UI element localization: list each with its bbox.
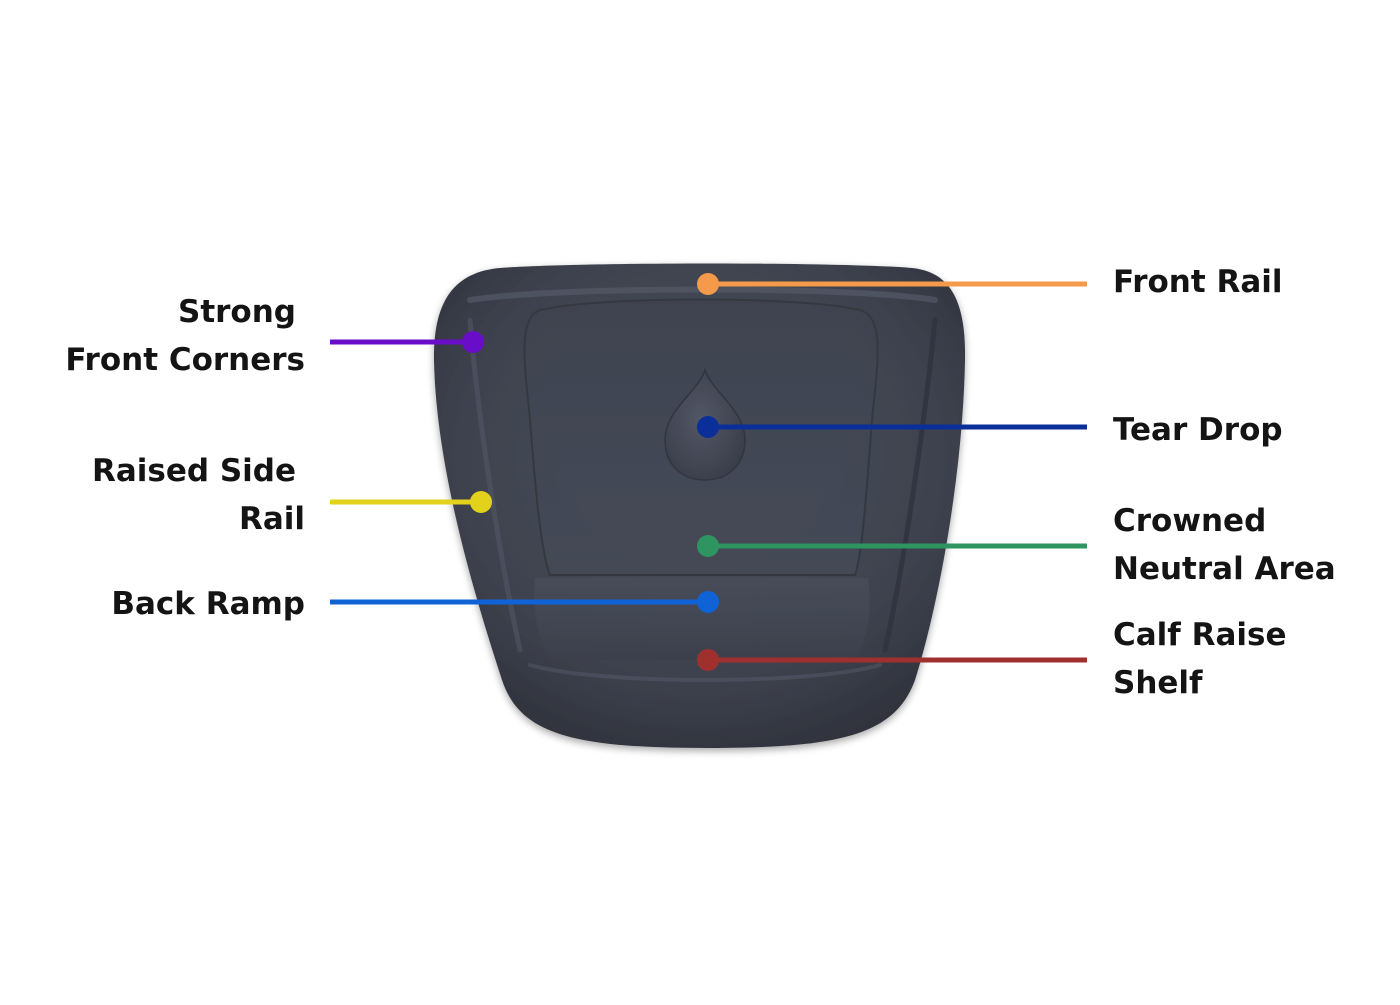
callout-lines [330, 273, 1087, 671]
label-line: Tear Drop [1113, 412, 1283, 448]
callout-dot-back-ramp [697, 591, 719, 613]
label-crowned-neutral-area: Crowned Neutral Area [1113, 497, 1336, 593]
label-line: Neutral Area [1113, 551, 1336, 587]
balance-pad [433, 263, 966, 748]
back-ramp-surface [534, 578, 870, 660]
callout-dot-front-rail [697, 273, 719, 295]
label-raised-side-rail: Raised Side Rail [92, 447, 305, 543]
label-line: Crowned [1113, 503, 1267, 539]
label-line: Front Rail [1113, 264, 1283, 300]
left-side-rail-ridge [467, 317, 523, 653]
label-line: Shelf [1113, 665, 1203, 701]
right-side-rail-ridge [882, 317, 938, 653]
label-strong-front-corners: Strong Front Corners [65, 288, 305, 384]
label-tear-drop: Tear Drop [1113, 406, 1283, 454]
calf-raise-shelf-edge [528, 663, 882, 682]
label-line: Rail [238, 501, 305, 537]
label-line: Front Corners [65, 342, 305, 378]
label-front-rail: Front Rail [1113, 258, 1283, 306]
label-back-ramp: Back Ramp [111, 580, 305, 628]
label-line: Back Ramp [111, 586, 305, 622]
label-line: Calf Raise [1113, 617, 1287, 653]
label-calf-raise-shelf: Calf Raise Shelf [1113, 611, 1286, 707]
callout-dot-crowned-neutral-area [697, 535, 719, 557]
callout-dot-strong-front-corners [462, 331, 484, 353]
label-line: Raised Side [91, 453, 296, 489]
callout-dot-raised-side-rail [470, 491, 492, 513]
callout-dot-tear-drop [697, 416, 719, 438]
callout-dot-calf-raise-shelf [697, 649, 719, 671]
label-line: Strong [178, 294, 296, 330]
